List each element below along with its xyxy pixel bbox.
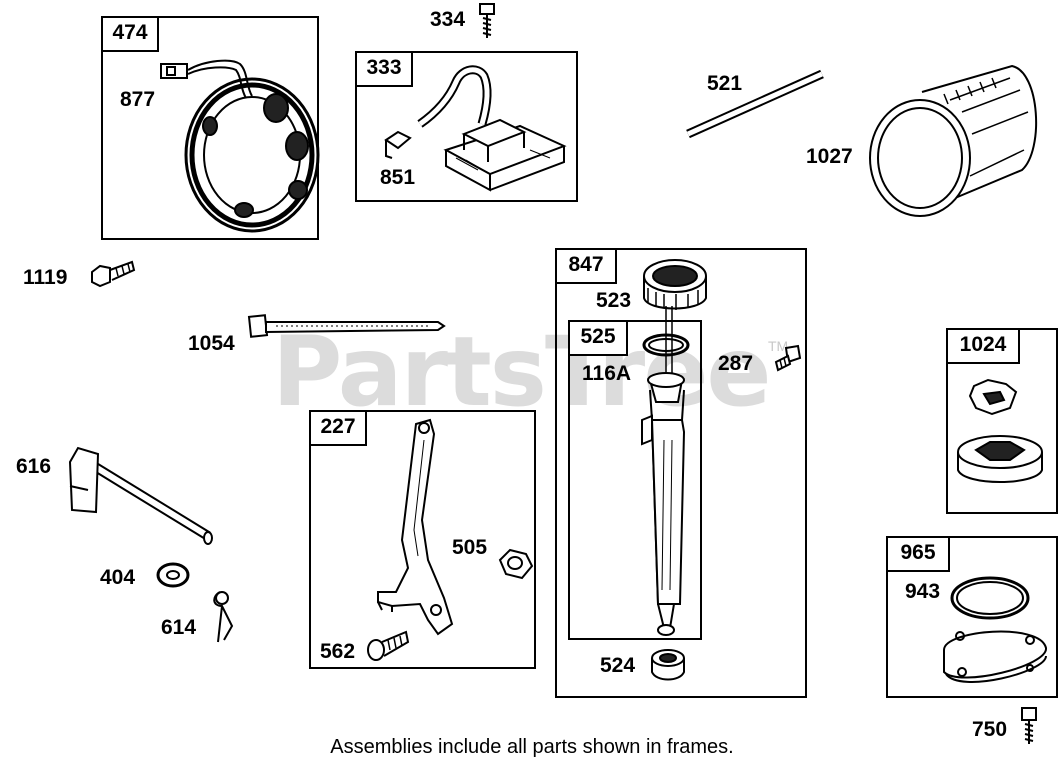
cable-tie-drawing (247, 314, 446, 338)
frame-333 (355, 51, 578, 202)
bracket-rod-drawing (68, 446, 213, 545)
part-label-404: 404 (100, 566, 136, 589)
screw-334-drawing (479, 3, 495, 38)
watermark-trademark: TM (768, 338, 789, 354)
assembly-tag-965: 965 (886, 536, 950, 572)
o-ring-drawing (642, 333, 690, 357)
part-label-1027: 1027 (806, 145, 853, 168)
part-label-334: 334 (430, 8, 466, 31)
part-label-750: 750 (972, 718, 1008, 741)
grommet-drawing (651, 649, 685, 681)
part-label-1054: 1054 (188, 332, 235, 355)
tube-drawing (686, 69, 824, 139)
part-label-877: 877 (120, 88, 156, 111)
assembly-tag-474: 474 (101, 16, 159, 52)
part-label-943: 943 (905, 580, 941, 603)
oil-pump-rotors-drawing (957, 378, 1043, 483)
frame-525 (568, 320, 702, 640)
assembly-tag-525: 525 (568, 320, 628, 356)
gasket-drawing (950, 576, 1030, 620)
part-label-1119: 1119 (23, 266, 68, 289)
part-label-287: 287 (718, 352, 754, 375)
dipstick-tube-drawing (641, 372, 686, 636)
frame-474 (101, 16, 319, 240)
part-label-562: 562 (320, 640, 356, 663)
hairpin-clip-drawing (213, 591, 234, 643)
part-label-521: 521 (707, 72, 743, 95)
watermark: PartsTree (272, 316, 771, 428)
stator-drawing (160, 59, 320, 233)
part-label-524: 524 (600, 654, 636, 677)
washer-drawing (156, 562, 190, 588)
bolt-1119-drawing (91, 260, 136, 288)
assembly-tag-227: 227 (309, 410, 367, 446)
part-label-505: 505 (452, 536, 488, 559)
oil-filter-drawing (869, 64, 1038, 217)
governor-lever-drawing (377, 418, 454, 636)
armature-drawing (384, 65, 567, 192)
screw-287-drawing (774, 344, 802, 372)
screw-750-drawing (1021, 707, 1037, 744)
part-label-616: 616 (16, 455, 52, 478)
nut-drawing (498, 548, 534, 580)
part-label-851: 851 (380, 166, 416, 189)
assembly-tag-1024: 1024 (946, 328, 1020, 364)
part-label-614: 614 (161, 616, 197, 639)
assembly-tag-847: 847 (555, 248, 617, 284)
cover-plate-drawing (943, 630, 1048, 683)
screw-562-drawing (367, 630, 410, 661)
assemblies-note: Assemblies include all parts shown in fr… (330, 736, 734, 758)
frame-847 (555, 248, 807, 698)
frame-965 (886, 536, 1058, 698)
frame-227 (309, 410, 536, 669)
part-label-523: 523 (596, 289, 632, 312)
part-label-116a: 116A (582, 362, 632, 385)
assembly-tag-333: 333 (355, 51, 413, 87)
